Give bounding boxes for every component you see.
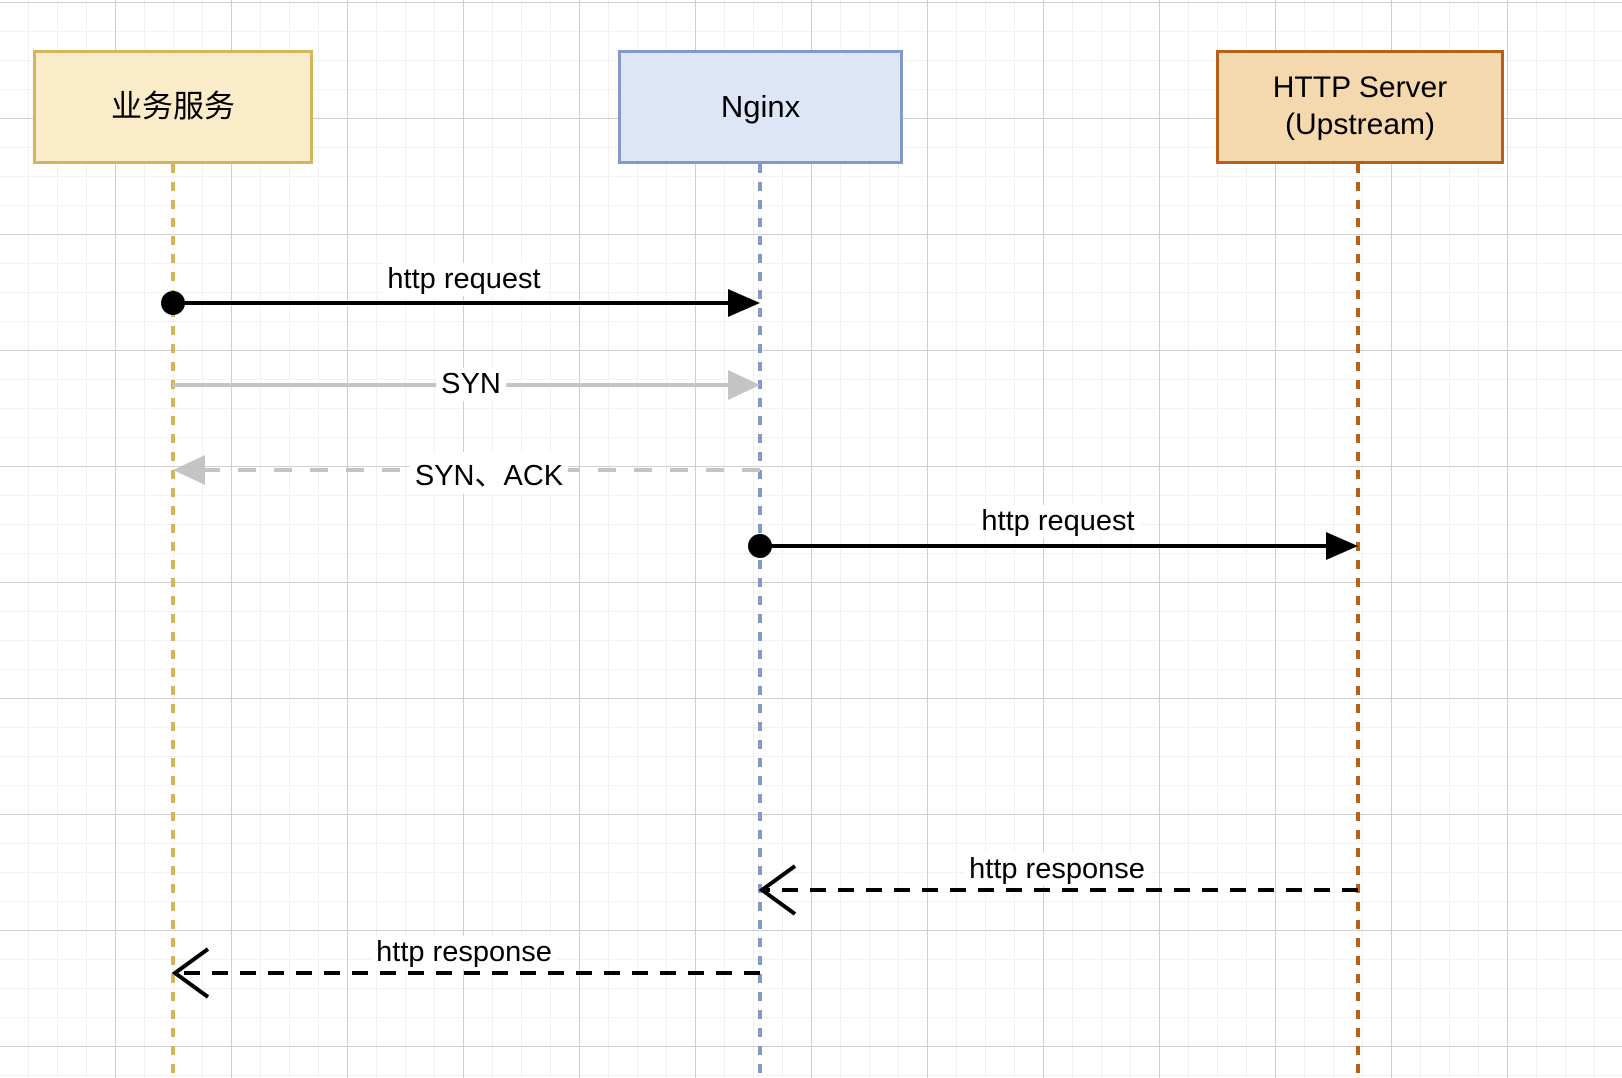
message-label-http-response-1: http response: [964, 853, 1150, 886]
message-start-ball-icon: [161, 291, 185, 315]
message-start-ball-icon: [748, 534, 772, 558]
message-arrowhead-icon: [171, 947, 210, 999]
message-arrowhead-icon: [728, 370, 760, 400]
message-http-response-2: [171, 947, 760, 999]
message-arrowhead-icon: [173, 455, 205, 485]
actor-box-nginx[interactable]: Nginx: [618, 50, 903, 164]
message-http-response-1: [758, 864, 1358, 916]
message-label-http-request-2: http request: [976, 505, 1140, 538]
message-label-http-response-2: http response: [371, 936, 557, 969]
actor-box-http-server[interactable]: HTTP Server (Upstream): [1216, 50, 1504, 164]
message-label-syn: SYN: [436, 368, 506, 401]
message-label-http-request-1: http request: [382, 263, 546, 296]
actor-box-business-service[interactable]: 业务服务: [33, 50, 313, 164]
message-arrowhead-icon: [758, 864, 797, 916]
message-label-syn-ack: SYN、ACK: [409, 452, 569, 494]
message-http-request-2: [748, 532, 1358, 560]
message-http-request-1: [161, 289, 760, 317]
message-syn-ack: [173, 455, 760, 485]
message-arrowhead-icon: [728, 289, 760, 317]
message-arrowhead-icon: [1326, 532, 1358, 560]
